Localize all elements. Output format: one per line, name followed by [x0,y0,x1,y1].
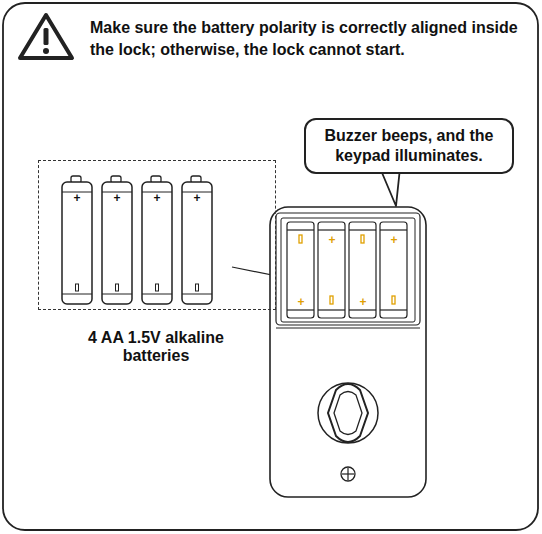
callout-bubble: Buzzer beeps, and the keypad illuminates… [304,118,514,174]
polarity-plus: + [71,192,83,204]
polarity-plus: + [357,296,369,308]
warning-text: Make sure the battery polarity is correc… [90,17,535,61]
warning-icon [20,15,72,58]
polarity-plus: + [191,192,203,204]
polarity-plus: + [388,234,400,246]
lock-body [270,207,426,497]
battery-caption: 4 AA 1.5V alkaline batteries [77,329,235,365]
polarity-plus: + [111,192,123,204]
frame [3,3,538,530]
polarity-plus: + [151,192,163,204]
polarity-plus: + [326,234,338,246]
callout-text: Buzzer beeps, and the keypad illuminates… [314,126,504,166]
loose-batteries [62,176,212,304]
polarity-plus: + [295,296,307,308]
battery-group-box: 4 AA 1.5V alkaline batteries [38,160,276,310]
